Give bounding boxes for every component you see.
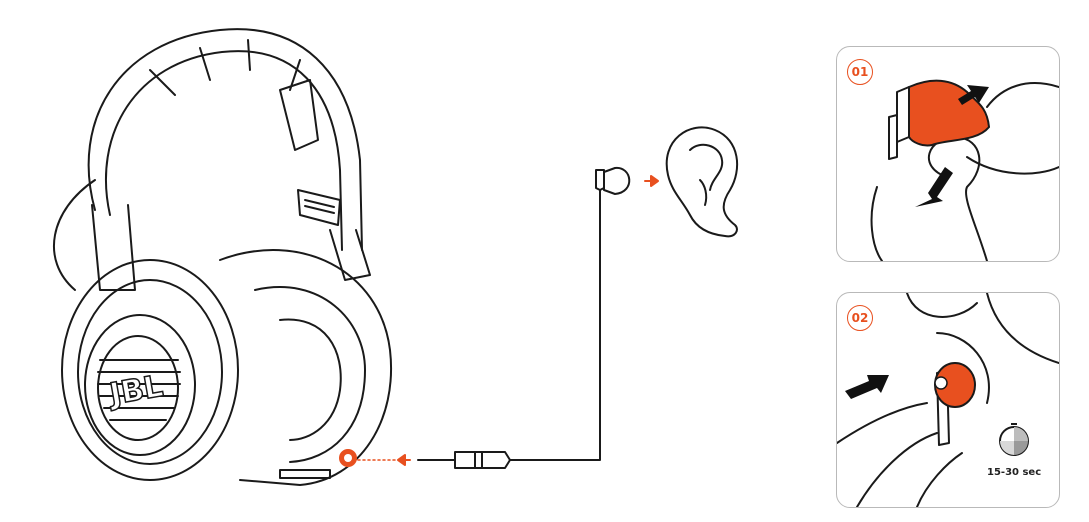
audio-plug-illustration bbox=[417, 199, 601, 469]
step-number-badge: 01 bbox=[847, 59, 873, 85]
brand-logo: JBL bbox=[105, 369, 165, 413]
step-number-badge: 02 bbox=[847, 305, 873, 331]
ear-illustration bbox=[665, 126, 738, 238]
press-arrow-top bbox=[958, 85, 989, 105]
step-panel-01: 01 bbox=[836, 46, 1060, 262]
arrow-left-icon bbox=[397, 454, 411, 466]
insert-arrow bbox=[845, 375, 889, 399]
press-arrow-bottom bbox=[915, 167, 953, 207]
step-panel-02: 02 15-30 sec bbox=[836, 292, 1060, 508]
timer-icon bbox=[999, 423, 1029, 456]
arrow-right-icon bbox=[644, 175, 659, 187]
timer-label: 15-30 sec bbox=[987, 467, 1042, 478]
headset-illustration bbox=[53, 28, 392, 486]
earbud-illustration bbox=[595, 166, 631, 201]
